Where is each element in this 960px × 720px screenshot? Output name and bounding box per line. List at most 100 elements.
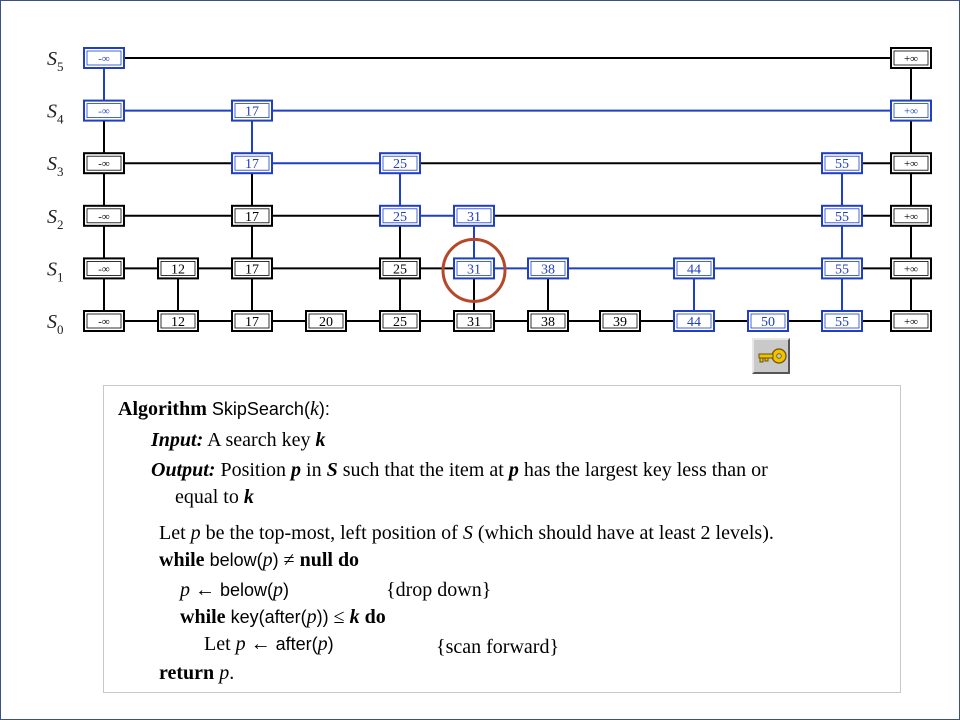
node-S1-38: 38 bbox=[527, 257, 569, 280]
node-box bbox=[379, 310, 421, 332]
algorithm-header: Algorithm SkipSearch(k): bbox=[118, 398, 330, 421]
node-key: 55 bbox=[835, 315, 849, 330]
input-keyword: Input: bbox=[151, 429, 204, 451]
node-inner-box bbox=[160, 260, 196, 276]
level-label-S2: S2 bbox=[47, 206, 64, 232]
key-button[interactable] bbox=[752, 338, 790, 374]
node-box bbox=[890, 47, 932, 69]
node-box bbox=[527, 310, 569, 332]
node-S1-31: 31 bbox=[453, 257, 495, 280]
node-S0-pos-inf: +∞ bbox=[890, 310, 932, 332]
node-S0-neg-inf: -∞ bbox=[83, 310, 125, 332]
below-close: ) bbox=[272, 550, 279, 570]
node-key: 25 bbox=[393, 262, 407, 277]
below-func: below( bbox=[209, 550, 263, 570]
node-inner-box bbox=[86, 313, 122, 329]
output-line: Output: Position p in S such that the it… bbox=[151, 459, 768, 482]
node-box bbox=[379, 257, 421, 280]
node-inner-box bbox=[234, 313, 270, 329]
node-S4-17: 17 bbox=[231, 99, 273, 122]
node-box bbox=[231, 204, 273, 227]
level-subscript: 0 bbox=[57, 322, 64, 337]
node-key: 17 bbox=[245, 105, 259, 120]
node-S2-31: 31 bbox=[453, 204, 495, 227]
output-text-a: Position bbox=[220, 459, 292, 481]
node-box bbox=[821, 310, 863, 332]
output-p2: p bbox=[508, 459, 519, 481]
node-box bbox=[527, 257, 569, 280]
node-S3-neg-inf: -∞ bbox=[83, 152, 125, 175]
node-key: 17 bbox=[245, 157, 259, 172]
node-box bbox=[231, 257, 273, 280]
node-S0-50: 50 bbox=[747, 310, 789, 332]
node-box bbox=[305, 310, 347, 332]
input-k: k bbox=[315, 429, 326, 451]
node-key: -∞ bbox=[98, 106, 110, 118]
return-dot: . bbox=[229, 662, 235, 684]
return-p: p bbox=[219, 662, 230, 684]
output-cont-text: equal to bbox=[175, 486, 244, 508]
node-key: -∞ bbox=[98, 316, 110, 328]
node-key: -∞ bbox=[98, 263, 110, 275]
algorithm-keyword: Algorithm bbox=[118, 398, 207, 420]
scan-p: p bbox=[235, 633, 246, 655]
node-inner-box bbox=[824, 155, 860, 171]
node-inner-box bbox=[234, 260, 270, 276]
node-key: 44 bbox=[687, 262, 701, 277]
node-S2-25: 25 bbox=[379, 204, 421, 227]
node-inner-box bbox=[824, 208, 860, 224]
after-func: after( bbox=[275, 634, 318, 654]
level-label-S4: S4 bbox=[47, 101, 64, 127]
while-below-line: while below(p) ≠ null do bbox=[159, 549, 359, 572]
node-inner-box bbox=[382, 155, 418, 171]
node-box bbox=[453, 257, 495, 280]
return-keyword: return bbox=[159, 662, 215, 684]
node-key: 55 bbox=[835, 262, 849, 277]
level-subscript: 1 bbox=[57, 269, 64, 284]
node-inner-box bbox=[893, 208, 929, 224]
param-k: k bbox=[309, 398, 319, 420]
level-label-S5: S5 bbox=[47, 48, 64, 74]
level-label-S3: S3 bbox=[47, 153, 64, 179]
input-line: Input: A search key k bbox=[151, 429, 325, 452]
null-keyword: null bbox=[299, 549, 333, 571]
vertical-links bbox=[103, 68, 912, 311]
node-inner-box bbox=[456, 208, 492, 224]
while-keyword: while bbox=[159, 549, 205, 571]
node-inner-box bbox=[234, 208, 270, 224]
level-label-S1: S1 bbox=[47, 258, 64, 284]
node-S3-17: 17 bbox=[231, 152, 273, 175]
below-p-2: p bbox=[273, 579, 284, 601]
node-box bbox=[379, 204, 421, 227]
node-key: 25 bbox=[393, 157, 407, 172]
node-box bbox=[599, 310, 641, 332]
node-inner-box bbox=[234, 155, 270, 171]
while-key-line: while key(after(p)) ≤ k do bbox=[180, 606, 386, 629]
node-key: +∞ bbox=[904, 316, 918, 328]
node-S1-44: 44 bbox=[673, 257, 715, 280]
node-box bbox=[157, 310, 199, 332]
node-inner-box bbox=[86, 260, 122, 276]
output-cont-k: k bbox=[243, 486, 254, 508]
node-inner-box bbox=[530, 260, 566, 276]
let-text-b: be the top-most, left position of bbox=[200, 522, 463, 544]
node-box bbox=[157, 257, 199, 280]
node-box bbox=[890, 152, 932, 175]
let-S: S bbox=[462, 522, 473, 544]
node-key: 25 bbox=[393, 210, 407, 225]
node-key: 55 bbox=[835, 157, 849, 172]
node-key: 50 bbox=[761, 315, 775, 330]
drop-down-line: p ← below(p) bbox=[180, 579, 289, 602]
output-line-2: equal to k bbox=[175, 486, 254, 509]
node-key: -∞ bbox=[98, 53, 110, 65]
node-key: +∞ bbox=[904, 106, 918, 118]
below-func-2: below( bbox=[220, 580, 274, 600]
drop-down-comment: {drop down} bbox=[386, 579, 492, 601]
node-S1-17: 17 bbox=[231, 257, 273, 280]
algorithm-box: Algorithm SkipSearch(k): Input: A search… bbox=[103, 385, 901, 693]
node-box bbox=[747, 310, 789, 332]
level-subscript: 3 bbox=[57, 164, 64, 179]
node-S3-25: 25 bbox=[379, 152, 421, 175]
level-subscript: 4 bbox=[57, 112, 64, 127]
